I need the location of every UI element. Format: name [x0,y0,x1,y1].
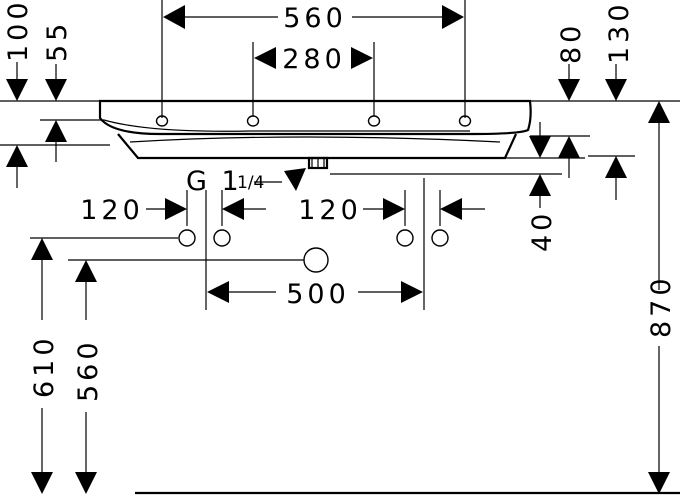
tap-hole-3 [367,115,381,127]
basin-bowl-inner [129,136,501,143]
supply-hole-2 [213,229,231,247]
dim-500: 500 [205,178,425,310]
dim-610-label: 610 [29,334,60,398]
dim-120-left: 120 [80,190,266,226]
basin-rim [98,99,532,136]
dim-500-label: 500 [286,279,350,310]
dim-120-left-label: 120 [80,195,144,226]
dim-870-label: 870 [646,274,677,338]
dim-100: 100 [3,0,34,188]
dim-130: 130 [588,0,635,200]
dim-120-right: 120 [298,190,485,226]
supply-hole-4 [431,229,449,247]
basin [98,99,532,170]
basin-inner-line [103,119,470,132]
thread-label: G 1 1/4 [186,166,306,197]
dim-280: 280 [252,42,375,116]
waste-hole [303,247,329,273]
supply-hole-1 [178,229,196,247]
dim-560-top: 560 [161,0,466,118]
dim-120-right-label: 120 [298,195,362,226]
dim-560-vertical-label: 560 [73,338,104,402]
dim-610: 610 [29,237,178,494]
dim-40: 40 [330,122,585,252]
dim-55-label: 55 [42,20,73,62]
dim-560-vertical: 560 [68,259,304,494]
dim-560-label: 560 [283,3,347,34]
supply-hole-3 [396,229,414,247]
dim-40-label: 40 [527,210,558,252]
dim-130-label: 130 [604,0,635,64]
tap-hole-2 [246,115,260,127]
dim-100-label: 100 [3,0,34,62]
dim-280-label: 280 [282,44,346,75]
connection-holes [178,229,449,273]
dim-80-label: 80 [556,22,587,64]
thread-fraction: 1/4 [237,173,264,193]
thread-label-text: G 1 [186,166,242,197]
dim-870: 870 [646,101,677,494]
dim-80: 80 [530,22,590,178]
dim-55: 55 [42,20,73,162]
